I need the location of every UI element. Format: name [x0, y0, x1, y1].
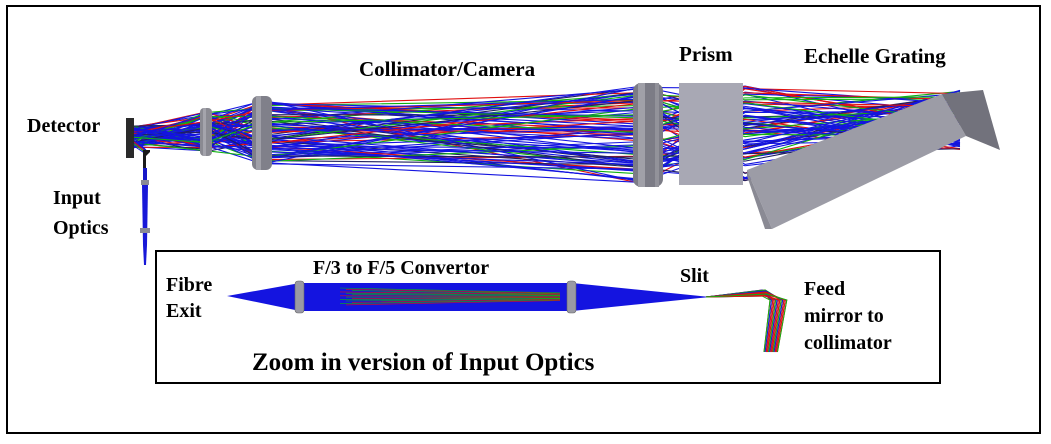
figure-frame: [6, 5, 1041, 434]
ray: [133, 92, 961, 145]
detector: [126, 118, 134, 158]
echelle-grating: [747, 90, 1000, 229]
lens-small: [200, 108, 212, 156]
ray: [133, 89, 961, 172]
ray: [351, 297, 561, 299]
ray: [133, 100, 961, 133]
fibre-exit-label: Fibre Exit: [166, 274, 213, 322]
ray: [339, 287, 561, 294]
detector-label: Detector: [27, 115, 101, 137]
convertor-lens-right: [566, 280, 577, 314]
ray: [345, 300, 561, 306]
ray-bundle-main: [133, 85, 961, 184]
zoom-caption: Zoom in version of Input Optics: [252, 349, 595, 376]
ray: [133, 102, 961, 158]
ray: [133, 85, 961, 148]
lens-camera-large: [633, 83, 663, 187]
ray: [133, 122, 961, 152]
convertor-lens-left: [294, 280, 305, 314]
ray: [133, 114, 961, 180]
ray: [133, 94, 961, 140]
ray: [133, 137, 147, 151]
zoom-inset-box: [155, 250, 941, 384]
ray: [339, 297, 561, 301]
slit-label: Slit: [680, 265, 709, 287]
ray: [705, 295, 781, 353]
ray: [133, 92, 961, 154]
lens-collimator: [252, 96, 272, 170]
ray: [133, 92, 961, 148]
echelle-grating-label: Echelle Grating: [804, 44, 946, 68]
ray: [133, 98, 961, 149]
collimator-camera-label: Collimator/Camera: [359, 57, 536, 81]
prism-label: Prism: [679, 42, 733, 66]
feed-mirror-rays: [705, 289, 788, 353]
ray: [133, 101, 961, 150]
ray: [705, 293, 788, 353]
ray: [133, 96, 961, 144]
ray: [339, 291, 561, 295]
ray: [133, 109, 961, 163]
ray: [345, 292, 561, 296]
ray: [133, 121, 961, 149]
ray: [133, 139, 147, 152]
ray: [345, 298, 561, 302]
prism: [679, 83, 743, 185]
ray: [133, 94, 961, 160]
ray: [351, 299, 561, 303]
ray: [351, 294, 561, 297]
ray: [133, 109, 961, 146]
ray: [339, 299, 561, 304]
convertor-label: F/3 to F/5 Convertor: [313, 257, 490, 279]
ray: [351, 290, 561, 295]
input-optics-label: Input Optics: [53, 187, 109, 239]
ray: [339, 295, 561, 297]
input-optics-tube: [140, 150, 150, 265]
ray: [133, 93, 961, 145]
ray: [133, 127, 961, 158]
feed-mirror-label: Feed mirror to collimator: [804, 278, 892, 354]
convertor-inner-rays: [339, 287, 561, 306]
ray: [345, 289, 561, 294]
